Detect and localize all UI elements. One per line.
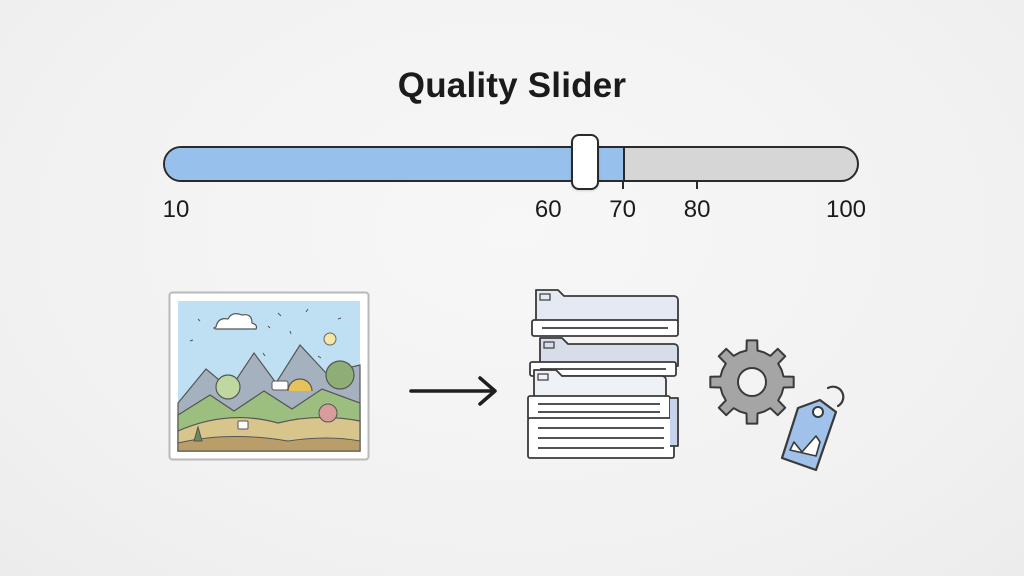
page-title: Quality Slider xyxy=(397,66,627,105)
tick-mark-80 xyxy=(696,182,699,189)
gear-icon xyxy=(709,339,795,425)
tick-label-100: 100 xyxy=(825,196,867,223)
right-arrow-icon xyxy=(409,376,497,406)
tick-label-70: 70 xyxy=(609,196,637,223)
slider-thumb[interactable] xyxy=(571,134,600,190)
slider-track[interactable] xyxy=(163,146,859,182)
stacked-documents-icon xyxy=(527,289,679,459)
landscape-image-icon xyxy=(168,291,370,461)
price-tag-icon xyxy=(780,385,845,472)
tick-label-60: 60 xyxy=(534,196,562,223)
slider-fill xyxy=(165,148,625,180)
tick-label-10: 10 xyxy=(162,196,190,223)
quality-slider[interactable] xyxy=(163,134,859,190)
tick-label-80: 80 xyxy=(683,196,711,223)
tick-mark-70 xyxy=(621,182,624,189)
